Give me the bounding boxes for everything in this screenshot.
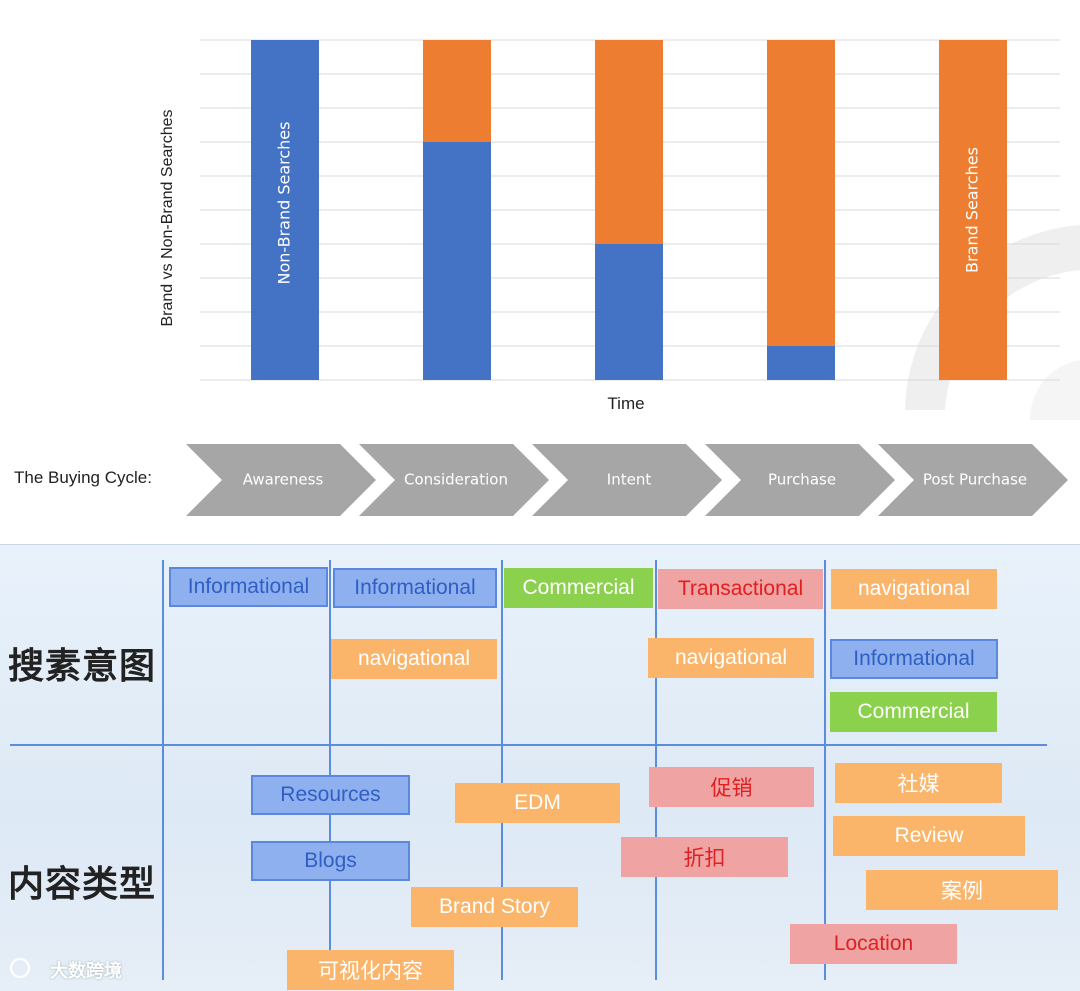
intent-tag: navigational — [831, 569, 997, 609]
bar-segment — [423, 40, 491, 142]
stage-chevron — [359, 444, 549, 516]
stage-label: Post Purchase — [923, 471, 1027, 489]
content-tag: EDM — [455, 783, 620, 823]
bar-segment — [595, 244, 663, 380]
column-divider — [501, 560, 503, 980]
search-intent-title: 搜素意图 — [8, 646, 157, 687]
stage-label: Awareness — [243, 471, 324, 489]
content-tag: Resources — [251, 775, 410, 815]
content-tag: Review — [833, 816, 1025, 856]
bar-segment — [251, 40, 319, 380]
bar-inline-label: Brand Searches — [963, 147, 982, 273]
bar-segment — [767, 40, 835, 346]
content-tag: Brand Story — [411, 887, 578, 927]
content-tag: 促销 — [649, 767, 814, 807]
bar-segment — [767, 346, 835, 380]
column-divider — [824, 560, 826, 980]
row-divider — [10, 744, 1047, 746]
content-tag: 折扣 — [621, 837, 788, 877]
stage-label: Consideration — [404, 471, 508, 489]
buying-cycle-label: The Buying Cycle: — [14, 468, 152, 487]
content-tag: Location — [790, 924, 957, 964]
intent-tag: Informational — [169, 567, 328, 607]
content-tag: 可视化内容 — [287, 950, 454, 990]
watermark-logo-icon — [10, 958, 30, 978]
intent-tag: Informational — [333, 568, 497, 608]
intent-tag: Transactional — [658, 569, 823, 609]
stage-label: Intent — [607, 471, 652, 489]
stage-label: Purchase — [768, 471, 836, 489]
watermark: 大数跨境 — [50, 961, 122, 982]
content-type-title: 内容类型 — [8, 864, 157, 905]
bar-segment — [595, 40, 663, 244]
intent-tag: navigational — [331, 639, 497, 679]
content-tag: Blogs — [251, 841, 410, 881]
content-tag: 案例 — [866, 870, 1058, 910]
stage-chevron — [532, 444, 722, 516]
stage-chevron — [878, 444, 1068, 516]
stacked-bar-chart: Non-Brand Searches Brand Searches Awarene… — [186, 39, 1080, 516]
intent-tag: navigational — [648, 638, 814, 678]
intent-content-matrix: 搜素意图 内容类型 Informational Informational Co… — [0, 545, 1080, 991]
y-axis-label: Brand vs Non-Brand Searches — [159, 109, 176, 327]
intent-tag: Commercial — [830, 692, 997, 732]
decorative-arc-inner — [1029, 360, 1080, 420]
column-divider — [162, 560, 164, 980]
bar-inline-label: Non-Brand Searches — [275, 122, 294, 285]
x-axis-label: Time — [607, 394, 645, 413]
bar-segment — [423, 142, 491, 380]
stage-chevron — [705, 444, 895, 516]
buying-cycle-chart-panel: Non-Brand Searches Brand Searches Awarene… — [14, 39, 1080, 516]
intent-tag: Commercial — [504, 568, 653, 608]
column-divider — [329, 560, 331, 980]
intent-tag: Informational — [830, 639, 998, 679]
bar-segment — [939, 40, 1007, 380]
stage-chevron — [186, 444, 376, 516]
content-tag: 社媒 — [835, 763, 1002, 803]
